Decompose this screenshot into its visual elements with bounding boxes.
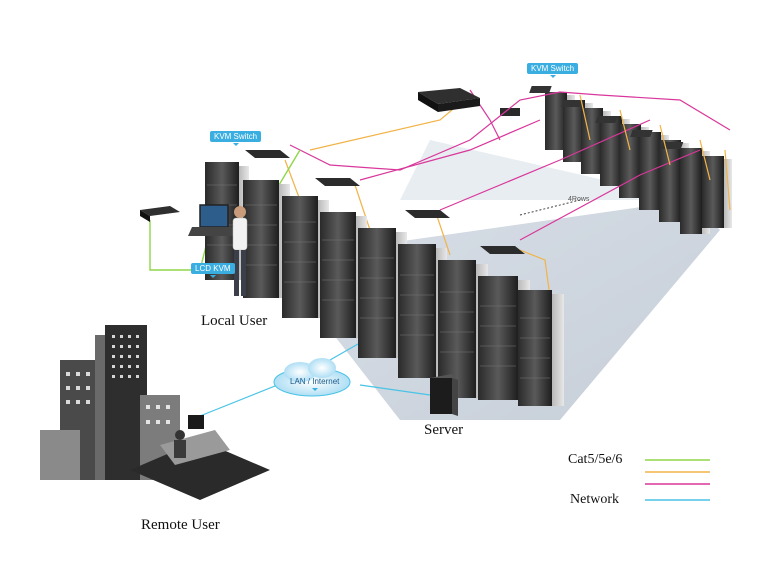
server-label: Server <box>424 422 464 438</box>
rows-label: 4Rows <box>568 196 590 203</box>
back-row-kvm-units <box>500 86 684 149</box>
lcd-kvm-console <box>188 204 240 236</box>
buildings <box>40 325 180 480</box>
kvm-switch-device-top <box>418 88 480 112</box>
local-user-figure <box>232 206 248 296</box>
local-user-label: Local User <box>201 313 268 329</box>
kvm-device-left <box>140 206 180 222</box>
kvm-switch-label-top: KVM Switch <box>527 63 579 78</box>
lan-internet-cloud <box>273 358 351 397</box>
legend-lines <box>645 459 710 501</box>
remote-user-label: Remote User <box>141 517 220 533</box>
kvm-switch-label-left: KVM Switch <box>210 131 262 146</box>
legend-cat5-label: Cat5/5e/6 <box>568 452 623 467</box>
server-tower <box>430 374 458 416</box>
remote-user-desk <box>130 415 270 500</box>
legend-network-label: Network <box>570 492 619 507</box>
front-row-kvm-units <box>245 150 525 254</box>
front-rack-row <box>205 162 564 406</box>
lcd-kvm-label: LCD KVM <box>191 263 235 278</box>
lan-internet-label: LAN / Internet <box>286 376 343 391</box>
rack-slots <box>207 184 550 379</box>
